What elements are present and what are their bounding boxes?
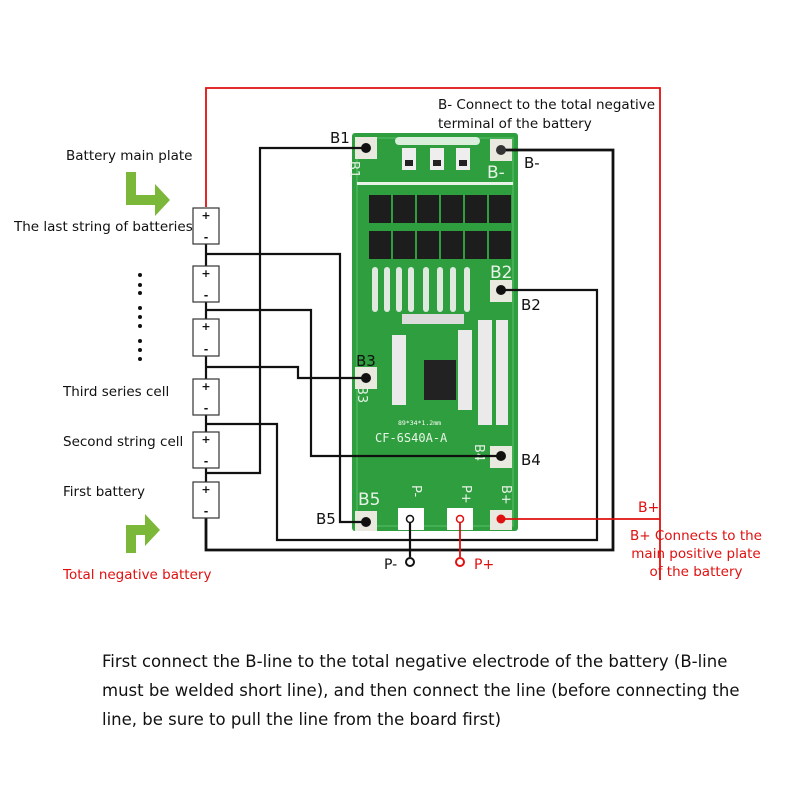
silk-p-minus: P- <box>408 485 423 498</box>
balance-wires <box>204 146 615 557</box>
cell-3 <box>192 378 220 416</box>
board-model-text: CF-6S40A-A <box>375 431 448 445</box>
svg-text:+: + <box>201 320 210 333</box>
label-battery-main-plate: Battery main plate <box>66 148 193 164</box>
svg-text:+: + <box>201 433 210 446</box>
label-third-series: Third series cell <box>63 384 170 400</box>
label-b-plus: B+ <box>638 500 660 516</box>
label-p-minus: P- <box>384 557 398 573</box>
ellipsis-dots <box>138 273 142 361</box>
silk-b5: B5 <box>358 490 380 510</box>
silk-b1: B1 <box>346 161 361 178</box>
svg-text:-: - <box>204 402 209 415</box>
cell-polarity: + - + - + - + - + - + - <box>201 209 210 518</box>
svg-text:-: - <box>204 343 209 356</box>
wire-b5 <box>206 252 366 524</box>
label-b5: B5 <box>316 510 336 528</box>
battery-cells <box>192 207 220 519</box>
silk-p-plus: P+ <box>458 485 473 504</box>
label-b4: B4 <box>521 451 541 469</box>
silk-b4: B4 <box>471 444 486 461</box>
wire-b2 <box>206 288 599 542</box>
p-minus-terminal <box>405 557 415 567</box>
svg-text:-: - <box>204 289 209 302</box>
label-total-negative: Total negative battery <box>63 567 212 583</box>
silk-b-plus: B+ <box>498 485 513 505</box>
mosfet-row <box>369 195 511 259</box>
wire-b3 <box>206 365 366 380</box>
controller-ic <box>424 360 456 400</box>
p-plus-terminal <box>455 557 465 567</box>
wire-b-minus <box>204 148 615 552</box>
svg-text:-: - <box>204 505 209 518</box>
label-p-plus: P+ <box>474 557 495 573</box>
silk-b2: B2 <box>490 263 512 283</box>
svg-text:+: + <box>201 380 210 393</box>
svg-text:-: - <box>204 231 209 244</box>
label-first-battery: First battery <box>63 484 145 500</box>
cell-6 <box>192 207 220 245</box>
bms-board: 89*34*1.2mm CF-6S40A-A B1 B- B2 B3 B4 B5… <box>346 133 518 531</box>
label-b-minus: B- <box>524 154 540 172</box>
label-b-minus-note: B- Connect to the total negative termina… <box>438 97 656 132</box>
svg-text:+: + <box>201 483 210 496</box>
cell-2 <box>192 431 220 469</box>
pad-dots <box>361 143 506 567</box>
label-b3: B3 <box>356 352 376 370</box>
silk-b-minus: B- <box>487 163 505 183</box>
label-b1: B1 <box>330 129 350 147</box>
wire-b4 <box>206 308 501 458</box>
label-last-string: The last string of batteries <box>14 219 193 235</box>
cell-1 <box>192 481 220 519</box>
label-b-plus-note: B+ Connects to the main positive plate o… <box>629 528 762 580</box>
instruction-caption: First connect the B-line to the total ne… <box>102 652 740 729</box>
silk-b3: B3 <box>354 386 369 403</box>
wire-main-positive <box>205 87 661 580</box>
svg-text:+: + <box>201 209 210 222</box>
label-second-string: Second string cell <box>63 434 184 450</box>
cell-4 <box>192 318 220 357</box>
board-size-text: 89*34*1.2mm <box>398 419 441 427</box>
label-b2: B2 <box>521 296 541 314</box>
positive-wires <box>205 87 661 580</box>
arrow-icon-bottom <box>126 514 160 553</box>
svg-text:+: + <box>201 267 210 280</box>
arrow-icon-top <box>126 172 170 216</box>
cell-5 <box>192 265 220 303</box>
svg-text:-: - <box>204 455 209 468</box>
